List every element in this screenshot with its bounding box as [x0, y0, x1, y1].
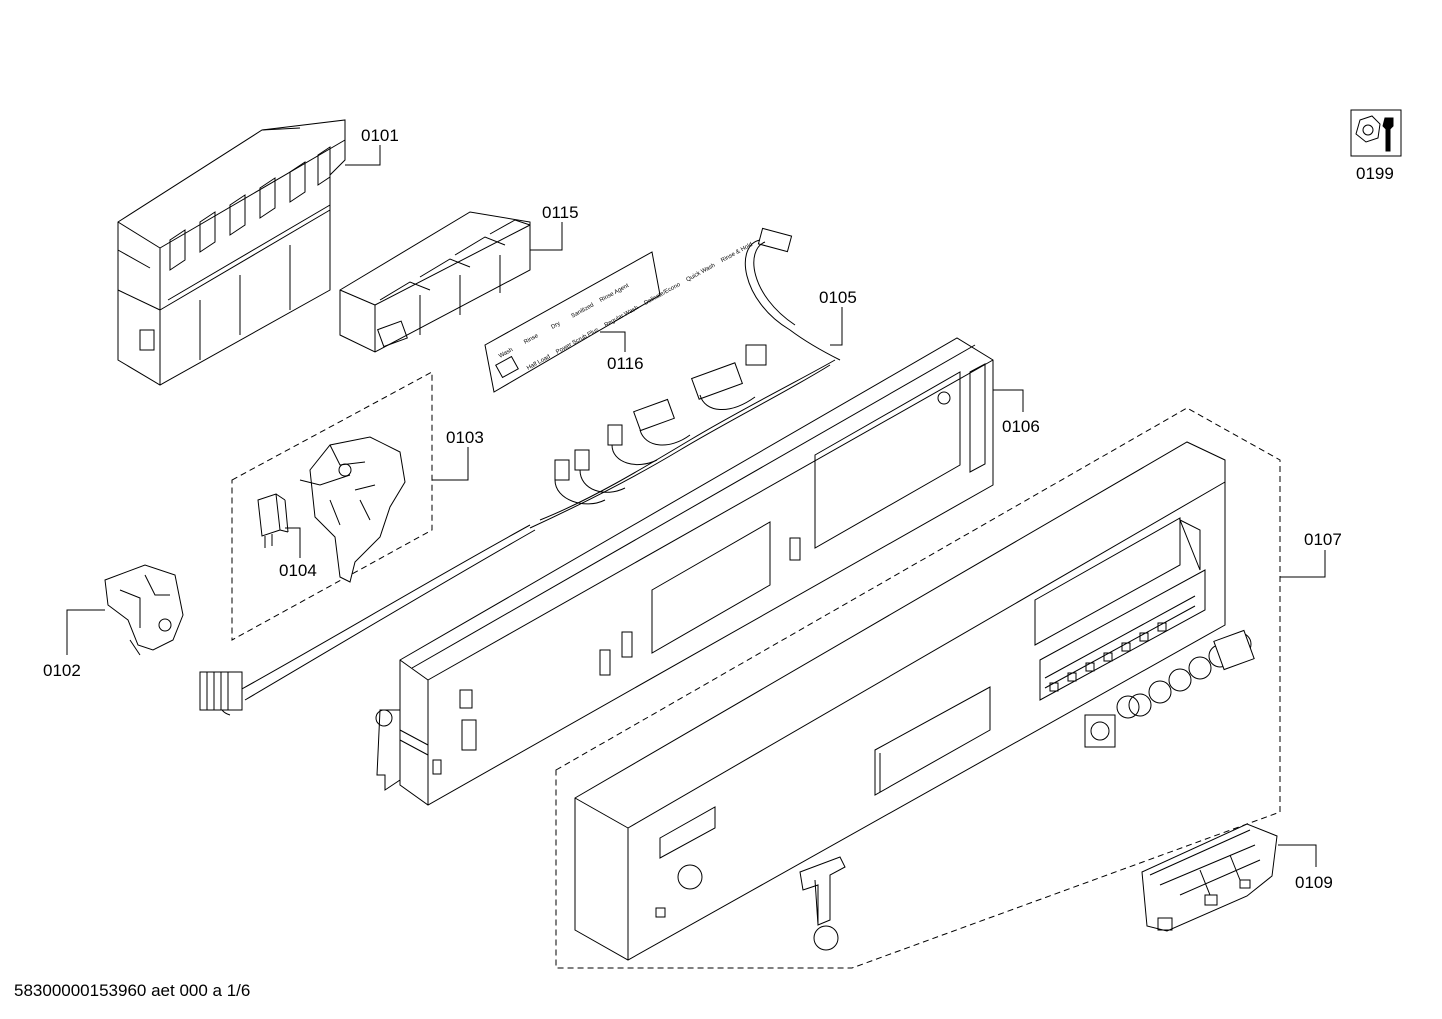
- part-0109-bracket: [1141, 823, 1278, 932]
- fascia-button-row: [1084, 629, 1255, 748]
- callout-0105: 0105: [819, 288, 857, 346]
- part-0105-wire-harness: [199, 227, 841, 716]
- part-0101-control-module: [117, 119, 346, 386]
- svg-text:0105: 0105: [819, 288, 857, 307]
- svg-text:0101: 0101: [361, 126, 399, 145]
- svg-text:0103: 0103: [446, 428, 484, 447]
- callout-0101: 0101: [345, 126, 399, 166]
- part-0103-door-lock: [299, 436, 406, 583]
- nut-and-wrench-icon: [1350, 109, 1402, 157]
- svg-text:0109: 0109: [1295, 873, 1333, 892]
- callout-0104: 0104: [279, 527, 317, 580]
- part-door-latch: [799, 856, 846, 951]
- part-0115-display-module: [339, 211, 531, 353]
- callout-0116: 0116: [600, 331, 644, 373]
- part-0102-switch: [104, 564, 184, 656]
- callout-0109: 0109: [1278, 844, 1333, 892]
- callout-0107: 0107: [1280, 530, 1342, 578]
- svg-text:0104: 0104: [279, 561, 317, 580]
- part-0104-relay: [257, 493, 289, 548]
- svg-text:0106: 0106: [1002, 417, 1040, 436]
- callout-0102: 0102: [43, 609, 105, 680]
- callout-0106: 0106: [993, 389, 1040, 436]
- callout-0115: 0115: [530, 203, 579, 251]
- callout-0103: 0103: [432, 428, 484, 481]
- svg-text:0107: 0107: [1304, 530, 1342, 549]
- drawing-id-footer: 58300000153960 aet 000 a 1/6: [14, 981, 251, 1000]
- callout-0199: 0199: [1356, 164, 1394, 183]
- svg-text:0115: 0115: [542, 203, 579, 222]
- svg-text:0102: 0102: [43, 661, 81, 680]
- part-0107-fascia: [574, 441, 1255, 961]
- part-0106-panel-frame: [375, 337, 994, 806]
- svg-text:0116: 0116: [607, 354, 644, 373]
- group-0103-outline: [231, 371, 433, 641]
